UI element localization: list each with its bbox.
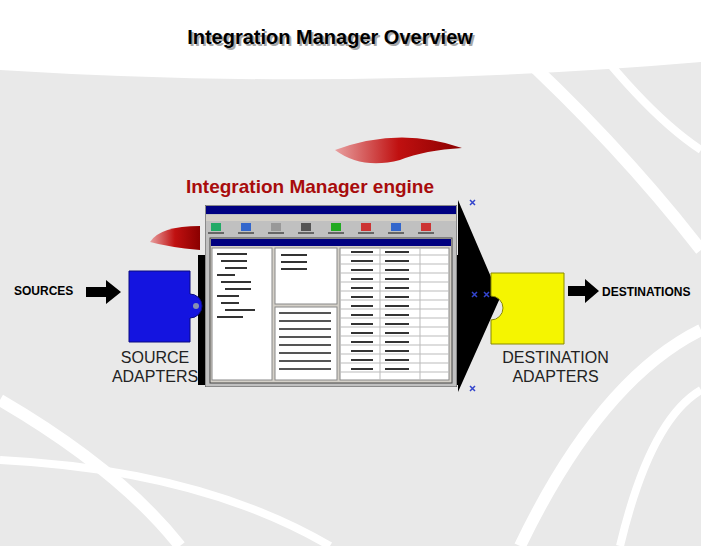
swoosh-band xyxy=(0,400,180,546)
swoosh-band xyxy=(0,460,330,546)
adapter-label: DESTINATION ADAPTERS xyxy=(488,348,623,386)
engine-heading: Integration Manager engine xyxy=(160,176,460,199)
swoosh-band xyxy=(560,0,701,150)
adapter-label: SOURCE ADAPTERS xyxy=(107,348,203,386)
swoosh-band xyxy=(620,390,701,546)
red-swoosh xyxy=(150,226,200,250)
title-ground xyxy=(0,0,701,79)
piece-dot xyxy=(193,303,199,309)
adapter-node: SOURCE ADAPTERS xyxy=(105,270,205,390)
destination-piece xyxy=(491,273,564,344)
puzzle-piece xyxy=(490,272,580,346)
red-swoosh xyxy=(335,137,462,163)
flow-arrow xyxy=(568,279,599,303)
engine-arrow xyxy=(198,200,500,392)
flow-arrow xyxy=(86,280,121,304)
flow-label: SOURCES xyxy=(14,284,73,298)
flow-label: DESTINATIONS xyxy=(602,285,690,299)
source-piece xyxy=(129,271,202,342)
diagram-title: Integration Manager Overview xyxy=(110,26,550,49)
swoosh-band xyxy=(460,0,701,250)
screenshot xyxy=(205,205,457,387)
engine-node: Integration Manager engine xyxy=(160,176,460,388)
selection-marks xyxy=(470,200,489,391)
